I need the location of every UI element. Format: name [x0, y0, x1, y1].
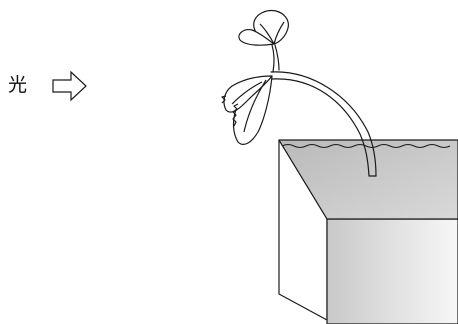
light-arrow-icon — [53, 72, 86, 100]
box-front-face — [327, 219, 458, 324]
plant-left-leaf — [222, 76, 272, 144]
plant-top-leaf — [239, 11, 288, 46]
